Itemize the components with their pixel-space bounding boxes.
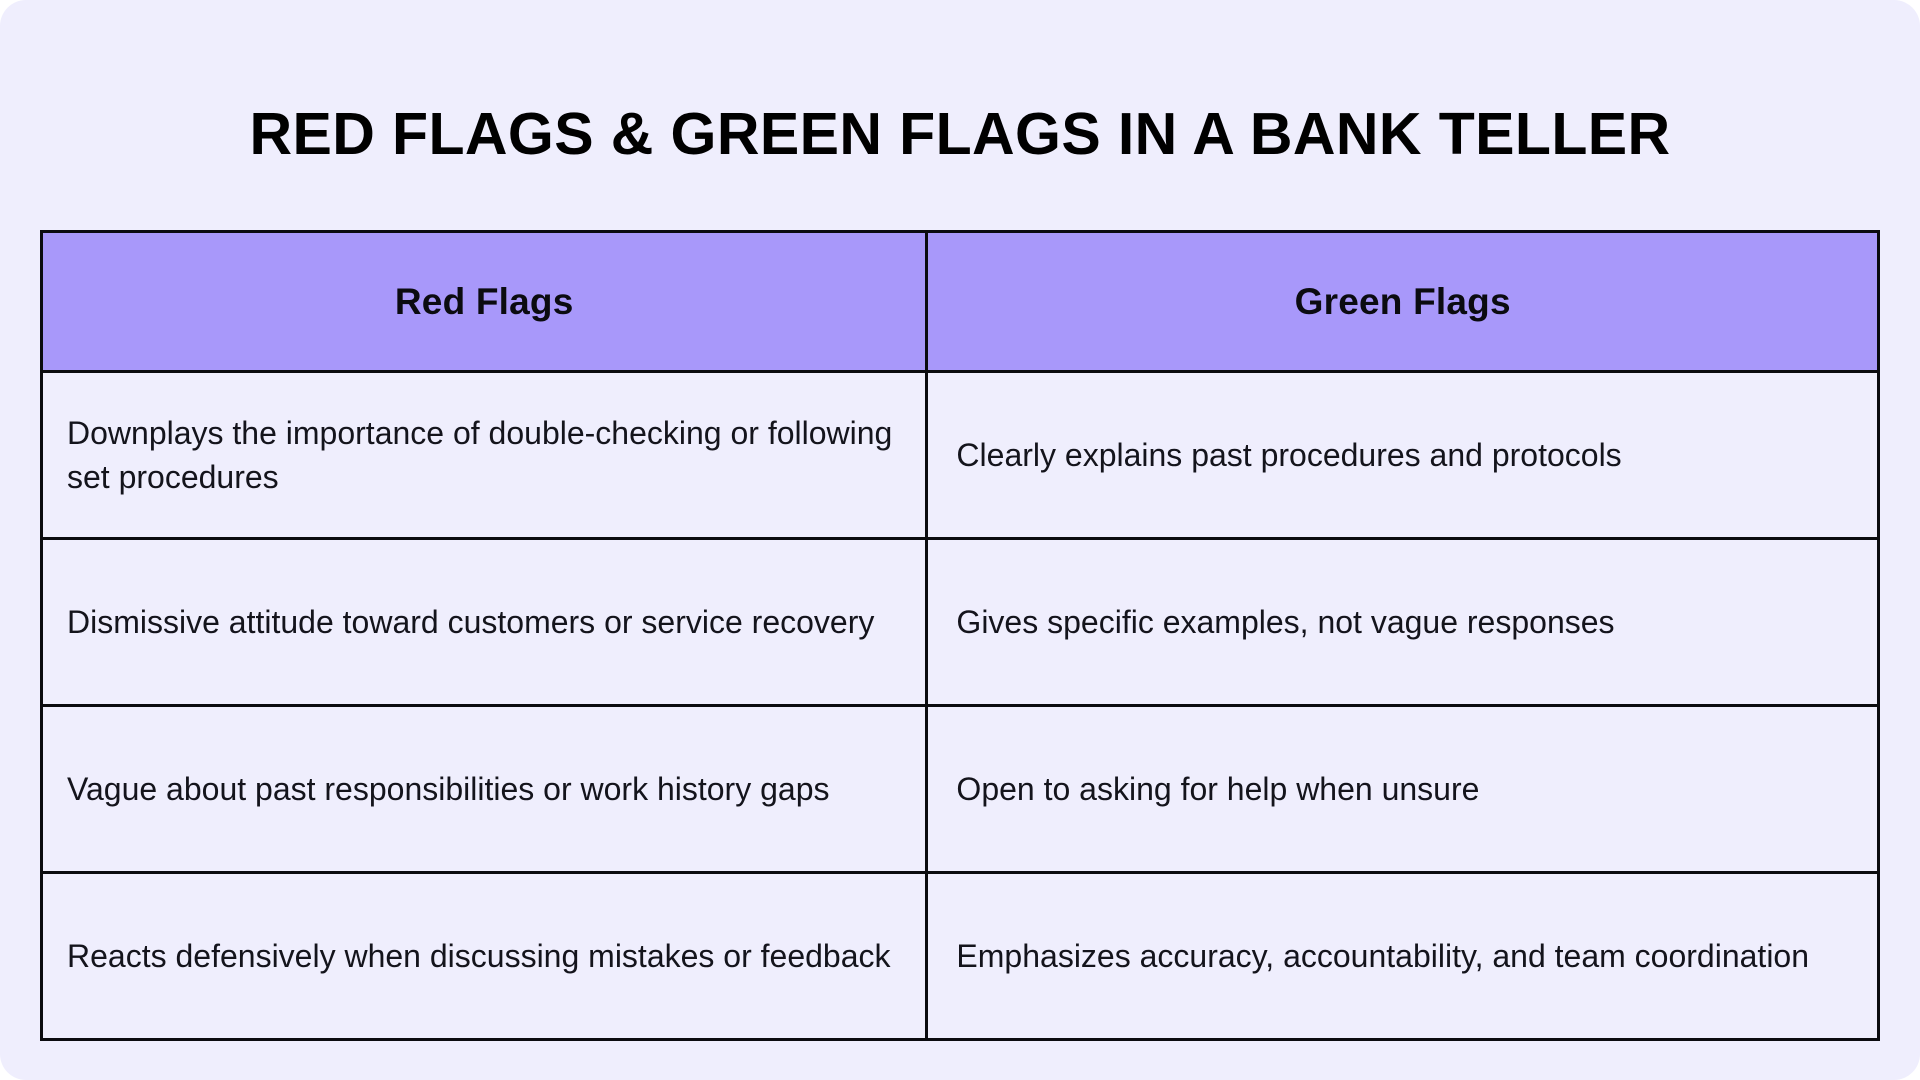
column-header-green-flags: Green Flags [925,230,1880,373]
table-header: Red Flags Green Flags [39,230,1880,373]
cell-red-flag-text: Vague about past responsibilities or wor… [67,770,830,807]
cell-green-flag: Clearly explains past procedures and pro… [925,370,1880,540]
page-title: RED FLAGS & GREEN FLAGS IN A BANK TELLER [249,100,1671,167]
cell-red-flag-text: Downplays the importance of double-check… [67,414,893,495]
cell-red-flag-text: Dismissive attitude toward customers or … [67,603,875,640]
cell-red-flag: Reacts defensively when discussing mista… [39,871,929,1041]
cell-green-flag-text: Open to asking for help when unsure [956,770,1480,807]
column-header-red-flags: Red Flags [39,230,929,373]
table-row: Reacts defensively when discussing mista… [39,871,1880,1041]
cell-green-flag: Emphasizes accuracy, accountability, and… [925,871,1880,1041]
cell-green-flag-text: Emphasizes accuracy, accountability, and… [956,937,1810,974]
red-green-flags-table: Red Flags Green Flags Downplays the impo… [39,230,1880,1041]
cell-red-flag: Dismissive attitude toward customers or … [39,537,929,707]
cell-green-flag-text: Clearly explains past procedures and pro… [956,436,1622,473]
cell-green-flag: Gives specific examples, not vague respo… [925,537,1880,707]
table-header-row: Red Flags Green Flags [39,230,1880,373]
table-body: Downplays the importance of double-check… [39,370,1880,1041]
cell-green-flag-text: Gives specific examples, not vague respo… [956,603,1615,640]
cell-red-flag: Vague about past responsibilities or wor… [39,704,929,874]
table-row: Vague about past responsibilities or wor… [39,704,1880,874]
cell-red-flag: Downplays the importance of double-check… [39,370,929,540]
cell-green-flag: Open to asking for help when unsure [925,704,1880,874]
table-row: Downplays the importance of double-check… [39,370,1880,540]
table-row: Dismissive attitude toward customers or … [39,537,1880,707]
cell-red-flag-text: Reacts defensively when discussing mista… [67,937,891,974]
